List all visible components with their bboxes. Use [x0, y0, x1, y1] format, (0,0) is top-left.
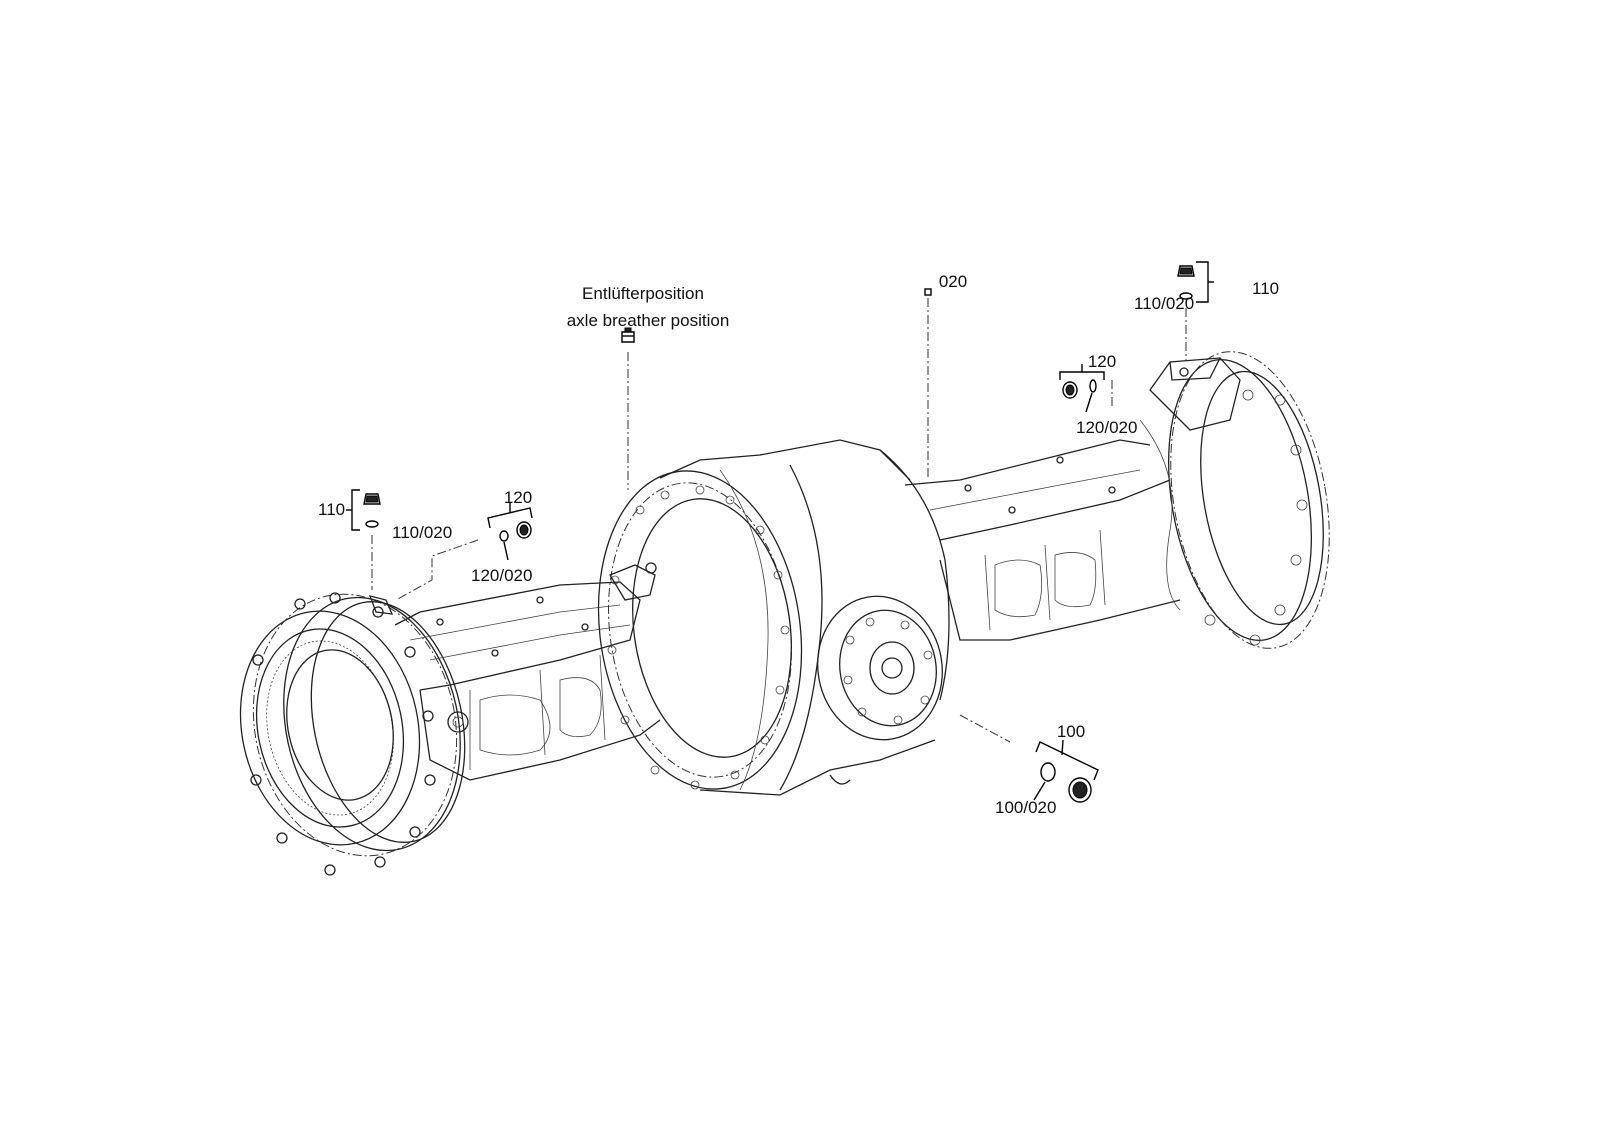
part-110-right-label: 110: [1252, 279, 1280, 298]
assembly-lines: [371, 298, 1187, 743]
part-100-label: 100: [1056, 722, 1086, 741]
plug-group-110-right: [1177, 261, 1214, 303]
right-hub-housing: [1139, 351, 1330, 649]
plug-020-part: [924, 288, 932, 296]
plug-group-100: [1033, 739, 1099, 803]
part-110-020-right-label: 110/020: [1134, 294, 1195, 313]
plug-group-120-left: [487, 502, 533, 561]
part-110-left-label: 110: [318, 500, 346, 519]
plug-group-120-right: [1059, 364, 1105, 413]
part-120-020-left-label: 120/020: [471, 566, 533, 585]
part-100-020-label: 100/020: [995, 798, 1057, 817]
breather-label-de: Entlüfterposition: [582, 284, 704, 303]
part-120-right-label: 120: [1087, 352, 1117, 371]
part-120-020-right-label: 120/020: [1076, 418, 1138, 437]
part-020-label: 020: [938, 272, 968, 291]
plug-group-110-left: [346, 489, 381, 531]
part-110-020-left-label: 110/020: [392, 523, 453, 542]
left-hub-housing: [239, 592, 466, 876]
right-axle-arm: [904, 439, 1181, 641]
breather-label-en: axle breather position: [566, 311, 730, 330]
axle-breather-part: [621, 327, 635, 343]
differential-housing: [597, 439, 950, 796]
part-120-left-label: 120: [503, 488, 533, 507]
left-axle-arm: [394, 581, 661, 781]
